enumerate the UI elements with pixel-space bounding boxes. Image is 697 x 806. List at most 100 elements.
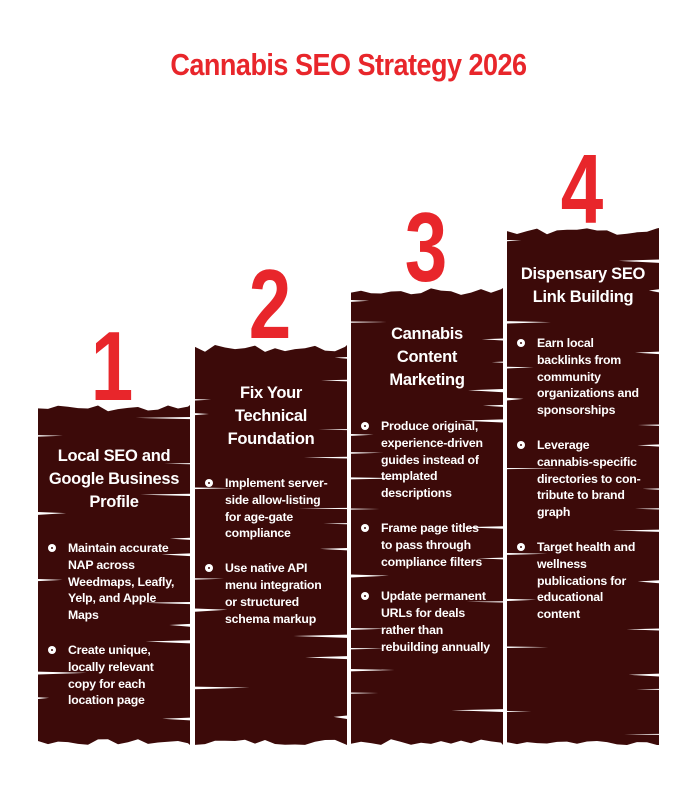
bullet-line: organizations and bbox=[537, 386, 639, 401]
bullet-dot-icon bbox=[361, 422, 369, 430]
brush-streak bbox=[507, 321, 551, 324]
brush-streak bbox=[507, 710, 532, 713]
bullet-line: Create unique, bbox=[68, 642, 151, 657]
step-number-3: 3 bbox=[404, 192, 448, 302]
bullet-line: side allow-listing bbox=[225, 492, 321, 507]
bullet-line: Frame page titles bbox=[381, 520, 479, 535]
bullet-dot-icon bbox=[517, 542, 525, 551]
brush-streak bbox=[351, 692, 379, 694]
brush-streak bbox=[333, 715, 347, 719]
heading-line: Link Building bbox=[532, 288, 634, 306]
bullet-line: Implement server- bbox=[225, 476, 328, 490]
bullet-dot-icon bbox=[48, 544, 56, 552]
brush-streak bbox=[451, 709, 503, 712]
bullet-line: rather than bbox=[381, 622, 444, 637]
page-title: Cannabis SEO Strategy 2026 bbox=[170, 48, 527, 82]
bullet-line: to pass through bbox=[381, 537, 471, 552]
step-heading-4: Dispensary SEO Link Building bbox=[507, 263, 659, 309]
bullet-line: directories to con- bbox=[537, 471, 641, 486]
step-column-3: Cannabis Content Marketing Produce origi… bbox=[351, 288, 503, 745]
bullet-line: compliance filters bbox=[381, 554, 482, 569]
bullet-line: for age-gate bbox=[225, 509, 293, 524]
bullet-list: Maintain accurate NAP across Weedmaps, L… bbox=[38, 540, 190, 727]
bullet-line: Maps bbox=[68, 608, 99, 623]
bullet-item: Update permanent URLs for deals rather t… bbox=[351, 588, 503, 655]
heading-line: Profile bbox=[89, 493, 139, 511]
step-column-4: Dispensary SEO Link Building Earn local … bbox=[507, 228, 659, 745]
bullet-line: Target health and bbox=[537, 539, 636, 554]
rough-bottom-edge bbox=[507, 741, 659, 745]
heading-line: Foundation bbox=[227, 430, 315, 448]
brush-streak bbox=[507, 646, 549, 649]
bullet-line: guides instead of bbox=[381, 452, 479, 467]
bullet-line: rebuilding annually bbox=[381, 639, 490, 654]
bullet-dot-icon bbox=[48, 645, 56, 654]
bullet-line: educational bbox=[537, 590, 604, 605]
heading-line: Marketing bbox=[389, 371, 465, 389]
bullet-line: Maintain accurate bbox=[68, 541, 169, 555]
heading-line: Local SEO and bbox=[57, 447, 171, 465]
bullet-dot-icon bbox=[517, 440, 525, 449]
rough-bottom-edge bbox=[351, 739, 503, 745]
bullet-line: Produce original, bbox=[381, 419, 479, 433]
bullet-line: location page bbox=[68, 693, 145, 708]
bullet-dot-icon bbox=[205, 479, 213, 487]
brush-streak bbox=[628, 673, 659, 677]
step-number-1: 1 bbox=[90, 311, 134, 421]
bullet-item: Maintain accurate NAP across Weedmaps, L… bbox=[38, 540, 190, 624]
rough-bottom-edge bbox=[38, 739, 190, 745]
bullet-line: templated bbox=[381, 469, 438, 484]
brush-streak bbox=[195, 686, 250, 690]
bullet-line: schema markup bbox=[225, 611, 317, 626]
bullet-item: Frame page titles to pass through compli… bbox=[351, 520, 503, 570]
brush-streak bbox=[624, 733, 659, 735]
bullet-line: wellness bbox=[537, 556, 587, 571]
bullet-line: descriptions bbox=[381, 486, 452, 501]
bullet-line: community bbox=[537, 369, 601, 384]
heading-line: Cannabis bbox=[391, 325, 463, 343]
bullet-line: menu integration bbox=[225, 577, 322, 592]
bullet-item: Create unique, locally relevant copy for… bbox=[38, 642, 190, 709]
bullet-list: Earn local backlinks from community orga… bbox=[507, 335, 659, 641]
bullet-item: Produce original, experience-driven guid… bbox=[351, 418, 503, 502]
bullet-line: Update permanent bbox=[381, 589, 486, 604]
bullet-line: copy for each bbox=[68, 676, 146, 691]
heading-line: Fix Your bbox=[239, 384, 303, 402]
heading-line: Google Business bbox=[48, 470, 180, 488]
bullet-item: Earn local backlinks from community orga… bbox=[507, 335, 659, 419]
bullet-dot-icon bbox=[361, 523, 369, 532]
rough-bottom-edge bbox=[195, 739, 347, 745]
bullet-dot-icon bbox=[361, 592, 369, 601]
heading-line: Technical bbox=[234, 407, 308, 425]
brush-streak bbox=[303, 456, 347, 459]
bullet-line: publications for bbox=[537, 573, 627, 588]
step-number-4: 4 bbox=[560, 134, 604, 244]
step-heading-2: Fix Your Technical Foundation bbox=[195, 382, 347, 451]
bullet-dot-icon bbox=[517, 339, 525, 347]
bullet-line: cannabis-specific bbox=[537, 454, 637, 469]
step-heading-1: Local SEO and Google Business Profile bbox=[38, 445, 190, 514]
brush-streak bbox=[334, 357, 347, 359]
bullet-list: Implement server- side allow-listing for… bbox=[195, 475, 347, 645]
rough-top-edge bbox=[351, 288, 503, 295]
heading-line: Content bbox=[396, 348, 458, 366]
bullet-item: Target health and wellness publications … bbox=[507, 539, 659, 623]
bullet-line: backlinks from bbox=[537, 352, 621, 367]
bullet-line: Use native API bbox=[225, 561, 308, 576]
bullet-line: Leverage bbox=[537, 437, 590, 452]
brush-streak bbox=[636, 688, 659, 690]
bullet-item: Use native API menu integration or struc… bbox=[195, 560, 347, 627]
bullet-line: URLs for deals bbox=[381, 606, 465, 621]
brush-streak bbox=[305, 656, 347, 660]
bullet-item: Implement server- side allow-listing for… bbox=[195, 475, 347, 542]
bullet-list: Produce original, experience-driven guid… bbox=[351, 418, 503, 674]
brush-streak bbox=[507, 240, 522, 242]
bullet-line: or structured bbox=[225, 594, 299, 609]
brush-streak bbox=[351, 300, 370, 302]
bullet-line: Earn local bbox=[537, 336, 594, 350]
bullet-line: Weedmaps, Leafly, bbox=[68, 574, 175, 589]
rough-top-edge bbox=[507, 228, 659, 235]
bullet-line: locally relevant bbox=[68, 659, 154, 674]
bullet-line: tribute to brand bbox=[537, 488, 625, 503]
step-column-2: Fix Your Technical Foundation Implement … bbox=[195, 345, 347, 745]
